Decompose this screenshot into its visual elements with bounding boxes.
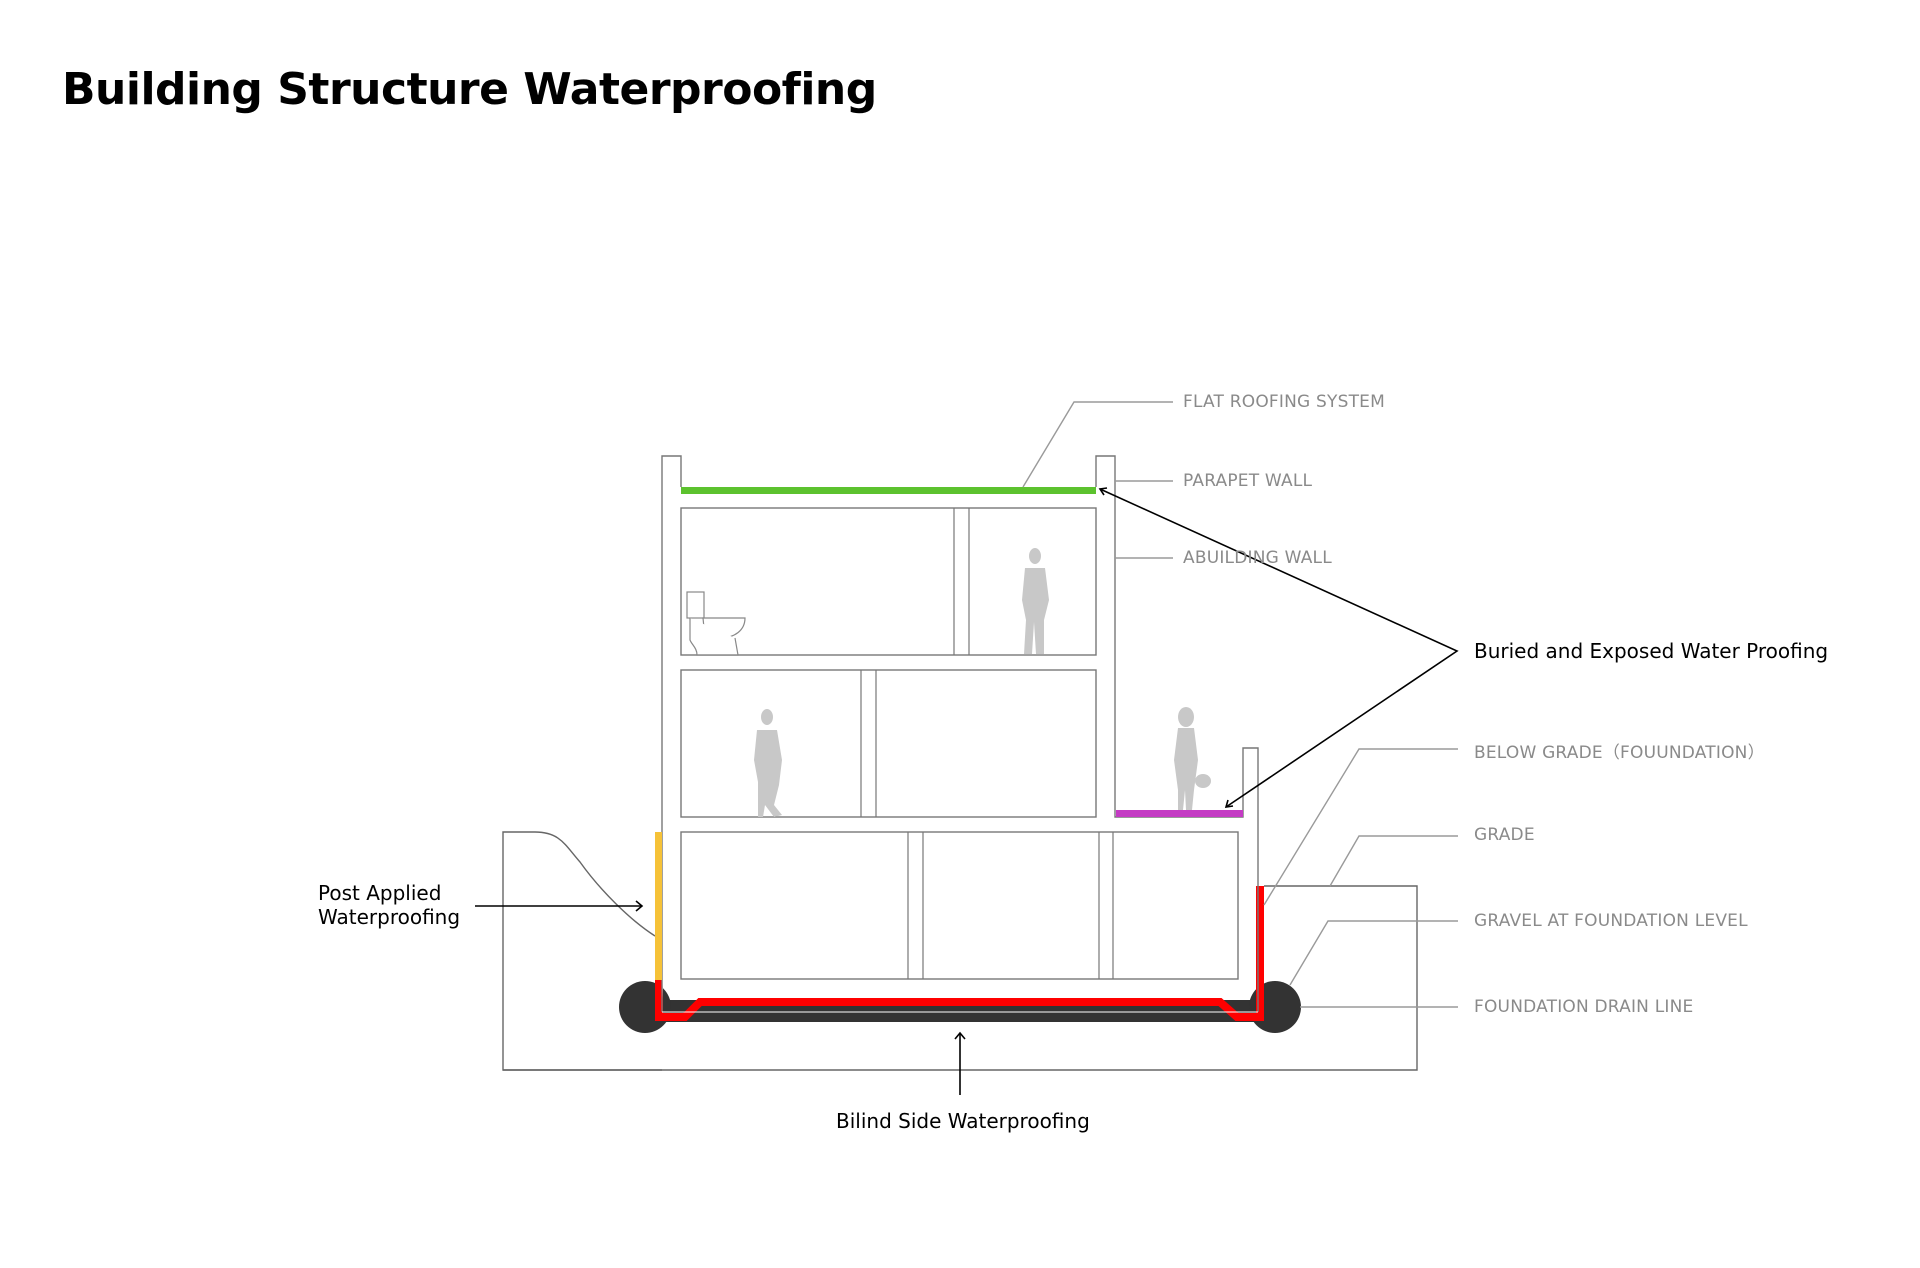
label-building-wall: ABUILDING WALL bbox=[1183, 548, 1332, 568]
blind-side-membrane bbox=[655, 886, 1264, 1021]
drain-pipe-left bbox=[619, 981, 671, 1033]
basement-room bbox=[680, 831, 1239, 980]
callout-blind-side: Bilind Side Waterproofing bbox=[836, 1109, 1090, 1133]
callout-buried-exposed: Buried and Exposed Water Proofing bbox=[1474, 639, 1829, 663]
callout-post-applied-line2: Waterproofing bbox=[318, 905, 461, 929]
post-applied-membrane bbox=[655, 832, 662, 980]
leader-lines bbox=[1022, 401, 1458, 1008]
soil-left-outline bbox=[502, 831, 662, 1071]
label-flat-roofing-system: FLAT ROOFING SYSTEM bbox=[1183, 392, 1385, 412]
man-standing-icon bbox=[1022, 548, 1049, 654]
callout-arrows bbox=[475, 487, 1459, 1095]
building-outer-wall bbox=[661, 455, 682, 1012]
label-gravel: GRAVEL AT FOUNDATION LEVEL bbox=[1474, 911, 1748, 931]
flat-roof-membrane bbox=[681, 487, 1096, 494]
man-walking-icon bbox=[754, 709, 782, 817]
woman-with-bag-icon bbox=[1174, 707, 1211, 810]
label-grade: GRADE bbox=[1474, 825, 1535, 845]
label-below-grade: BELOW GRADE（FOUUNDATION） bbox=[1474, 743, 1765, 763]
building-right-walls bbox=[1095, 455, 1259, 1012]
arrow-buried-exposed bbox=[1099, 488, 1459, 808]
leader-below-grade bbox=[1263, 748, 1458, 906]
terrace-membrane bbox=[1116, 810, 1243, 817]
leader-grade bbox=[1329, 835, 1458, 887]
top-floor-room bbox=[680, 507, 1097, 656]
leader-flat-roof bbox=[1022, 401, 1173, 488]
leader-gravel bbox=[1289, 920, 1458, 986]
middle-floor-room bbox=[680, 669, 1097, 818]
toilet-icon bbox=[686, 591, 746, 656]
page-title: Building Structure Waterproofing bbox=[62, 64, 877, 115]
label-drain-line: FOUNDATION DRAIN LINE bbox=[1474, 997, 1694, 1017]
label-parapet-wall: PARAPET WALL bbox=[1183, 471, 1313, 491]
callout-post-applied-line1: Post Applied bbox=[318, 881, 442, 905]
